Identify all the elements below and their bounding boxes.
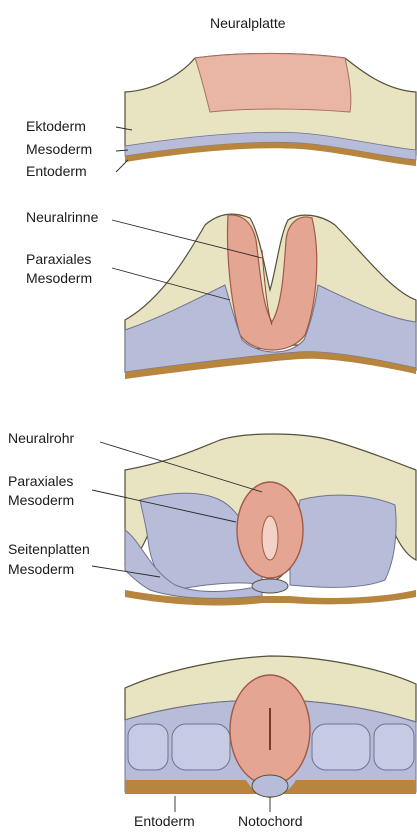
label-paraxial-2: Mesoderm bbox=[8, 492, 74, 508]
stage-neural-tube: Neuralrohr Paraxiales Mesoderm Seitenpla… bbox=[8, 430, 416, 605]
notochord bbox=[252, 579, 288, 593]
notochord bbox=[252, 775, 288, 797]
label-paraxial-2: Mesoderm bbox=[26, 270, 92, 286]
stage-neural-groove: Neuralrinne Paraxiales Mesoderm bbox=[26, 209, 416, 379]
somite-right-1 bbox=[312, 724, 370, 770]
label-ectoderm: Ektoderm bbox=[26, 118, 86, 134]
somite-right-2 bbox=[374, 724, 414, 770]
label-endoderm: Entoderm bbox=[134, 813, 195, 829]
neural-plate-layer bbox=[195, 54, 351, 113]
label-neural-plate: Neuralplatte bbox=[210, 15, 286, 31]
label-lateral-2: Mesoderm bbox=[8, 561, 74, 577]
stage-notochord: Entoderm Notochord bbox=[125, 656, 416, 829]
label-notochord: Notochord bbox=[238, 813, 303, 829]
somite-left-2 bbox=[172, 724, 230, 770]
stage-neural-plate: Neuralplatte Ektoderm Mesoderm Entoderm bbox=[26, 15, 416, 179]
label-paraxial-1: Paraxiales bbox=[26, 251, 91, 267]
label-neural-tube: Neuralrohr bbox=[8, 430, 74, 446]
label-neural-groove: Neuralrinne bbox=[26, 209, 99, 225]
leader-endoderm bbox=[116, 160, 128, 172]
paraxial-mesoderm-right bbox=[290, 495, 396, 587]
label-lateral-1: Seitenplatten bbox=[8, 541, 90, 557]
somite-left-1 bbox=[128, 724, 168, 770]
label-paraxial-1: Paraxiales bbox=[8, 473, 73, 489]
label-mesoderm: Mesoderm bbox=[26, 141, 92, 157]
neural-tube-lumen bbox=[262, 516, 278, 560]
label-endoderm: Entoderm bbox=[26, 163, 87, 179]
